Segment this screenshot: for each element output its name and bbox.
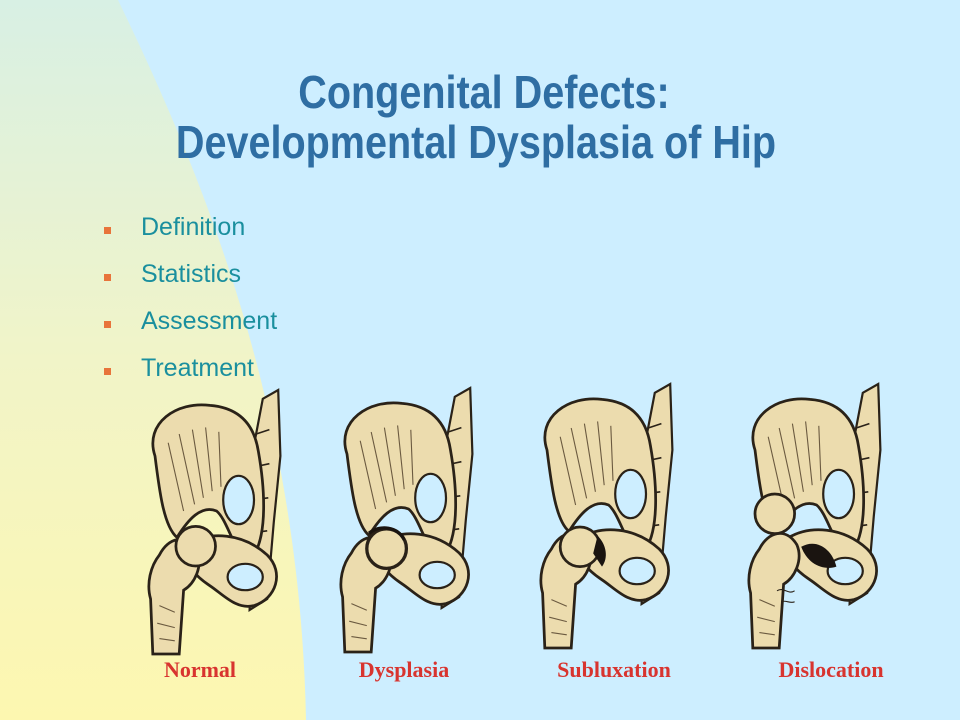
list-item: Definition <box>104 204 277 251</box>
slide-title-line-1: Congenital Defects: <box>298 66 670 118</box>
slide-title-line-2: Developmental Dysplasia of Hip <box>175 116 777 168</box>
topic-list: Definition Statistics Assessment Treatme… <box>104 204 277 392</box>
list-item: Statistics <box>104 251 277 298</box>
bullet-square-icon <box>104 227 111 234</box>
list-item: Assessment <box>104 298 277 345</box>
hip-normal-illustration <box>147 388 282 656</box>
caption-dysplasia: Dysplasia <box>358 657 450 682</box>
bullet-square-icon <box>104 321 111 328</box>
caption-subluxation: Subluxation <box>557 657 671 682</box>
bullet-square-icon <box>104 368 111 375</box>
bullet-square-icon <box>104 274 111 281</box>
hip-dislocation-illustration <box>747 382 882 650</box>
hip-dysplasia-illustration <box>339 386 474 654</box>
list-item: Treatment <box>104 345 277 392</box>
caption-dislocation: Dislocation <box>778 657 884 682</box>
hip-subluxation-illustration <box>539 382 674 650</box>
caption-normal: Normal <box>163 657 237 682</box>
